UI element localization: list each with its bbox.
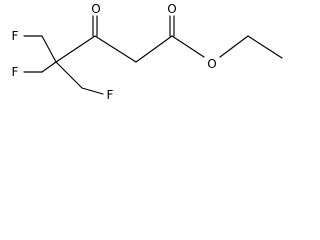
bonds [23,15,283,95]
bond-quat-ch2-bottom [55,61,83,89]
bond-c1-ester-o [171,35,205,58]
carbonyl-oxygen-label: O [167,2,176,16]
fluorine-top-label: F [12,29,19,43]
bond-quat-c3 [55,35,96,63]
bond-ester-o-ch2 [219,35,249,58]
bond-ch2-ch3 [247,35,283,59]
bond-ch2-quat-top [41,35,57,63]
ester-oxygen-label: O [207,57,216,71]
atom-labels: F F F O O O [12,2,217,102]
bond-c2-c1 [135,35,173,63]
structure-diagram: F F F O O O [12,2,283,102]
bond-c3-c2 [94,35,137,63]
bond-ch2-fbottom [81,87,104,95]
fluorine-left-label: F [12,65,19,79]
bond-ch2-quat-left [41,61,57,73]
fluorine-bottom-label: F [107,88,114,102]
ketone-oxygen-label: O [91,2,100,16]
